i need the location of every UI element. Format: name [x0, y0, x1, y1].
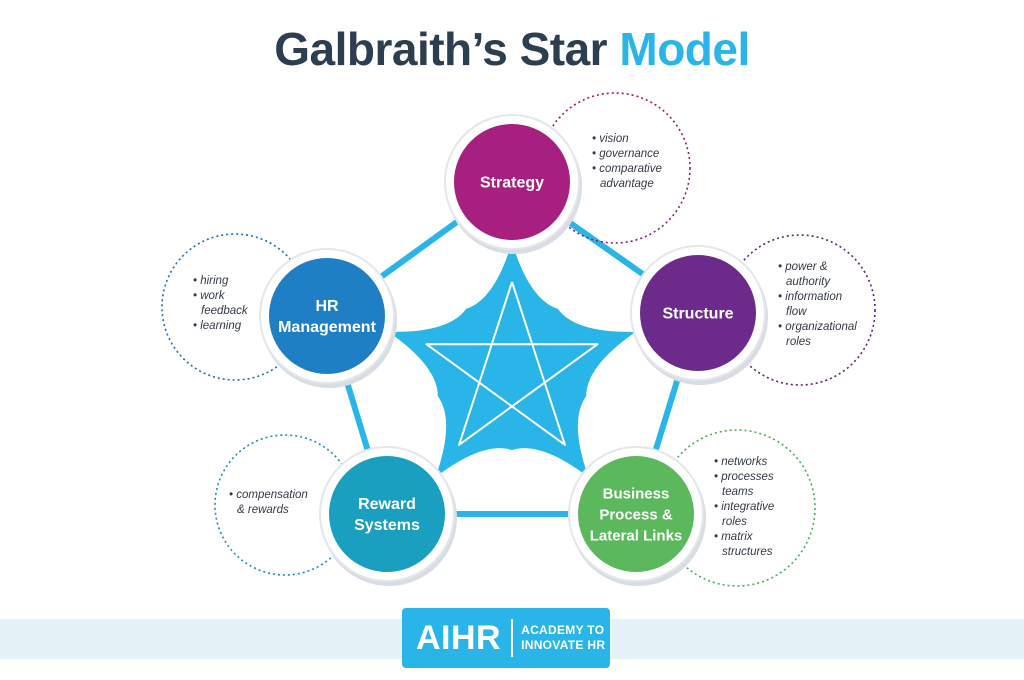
bullet-line: advantage — [600, 178, 654, 190]
node-label-line: Reward — [358, 496, 416, 513]
reward-systems-bullets: • compensation & rewards — [229, 489, 308, 516]
bullet-line: • learning — [193, 320, 242, 332]
bullet-line: • hiring — [193, 275, 229, 287]
center-star — [388, 242, 636, 478]
bullet-line: • compensation — [229, 489, 308, 501]
center-star-shape — [388, 242, 636, 478]
bullet-line: authority — [786, 276, 831, 288]
node-label-line: Management — [278, 319, 376, 336]
node-label-line: Process & — [599, 506, 673, 523]
logo-line-1: ACADEMY TO — [521, 623, 605, 637]
node-label-line: HR — [315, 298, 339, 315]
bullet-line: feedback — [201, 305, 249, 317]
bullet-line: flow — [786, 306, 807, 318]
hr-management-bullets: • hiring • work feedback • learning — [193, 275, 249, 332]
bullet-line: • networks — [714, 456, 767, 468]
bullet-line: structures — [722, 546, 773, 558]
bullet-line: & rewards — [237, 504, 289, 516]
structure-circle — [640, 255, 756, 371]
structure-bullets: • power & authority • information flow • org… — [778, 261, 857, 348]
bullet-line: • matrix — [714, 531, 754, 543]
aihr-logo: AIHR ACADEMY TO INNOVATE HR — [402, 608, 610, 668]
bullet-line: • work — [193, 290, 226, 302]
bullet-line: • processes — [714, 471, 774, 483]
structure-label: Structure — [662, 306, 733, 323]
bullet-line: teams — [722, 486, 754, 498]
node-label-line: Business — [603, 485, 670, 502]
title-accent: Model — [619, 23, 750, 75]
strategy-bullets: • vision • governance • comparative advanta… — [592, 133, 662, 190]
title-main: Galbraith’s Star — [274, 23, 608, 75]
logo-line-2: INNOVATE HR — [521, 638, 606, 652]
bullet-line: • information — [778, 291, 842, 303]
bullet-line: • vision — [592, 133, 629, 145]
reward-systems-circle — [329, 456, 445, 572]
bullet-line: • comparative — [592, 163, 662, 175]
business-process-bullets: • networks • processes teams • integrative r… — [714, 456, 774, 558]
hr-management-circle — [269, 258, 385, 374]
node-label-line: Lateral Links — [590, 527, 683, 544]
bullet-line: roles — [786, 336, 811, 348]
strategy-label: Strategy — [480, 175, 544, 192]
page-title: Galbraith’s Star Model — [0, 22, 1024, 76]
business-process-circle — [578, 456, 694, 572]
node-label-line: Systems — [354, 517, 420, 534]
bullet-line: • organizational — [778, 321, 857, 333]
business-process-bubble — [658, 429, 816, 587]
hr-management-label: HR Management — [278, 298, 376, 336]
bullet-bubbles: • vision • governance • comparative advanta… — [161, 92, 876, 587]
bullet-line: • power & — [778, 261, 828, 273]
bullet-line: • governance — [592, 148, 659, 160]
bullet-line: • integrative — [714, 501, 774, 513]
strategy-circle — [454, 124, 570, 240]
center-star-lines — [425, 281, 599, 446]
logo-subtitle: ACADEMY TO INNOVATE HR — [521, 623, 605, 653]
node-label-line: Structure — [662, 306, 733, 323]
bullet-line: roles — [722, 516, 747, 528]
logo-divider — [511, 619, 514, 657]
logo-mark: AIHR — [416, 618, 502, 657]
node-label-line: Strategy — [480, 175, 544, 192]
